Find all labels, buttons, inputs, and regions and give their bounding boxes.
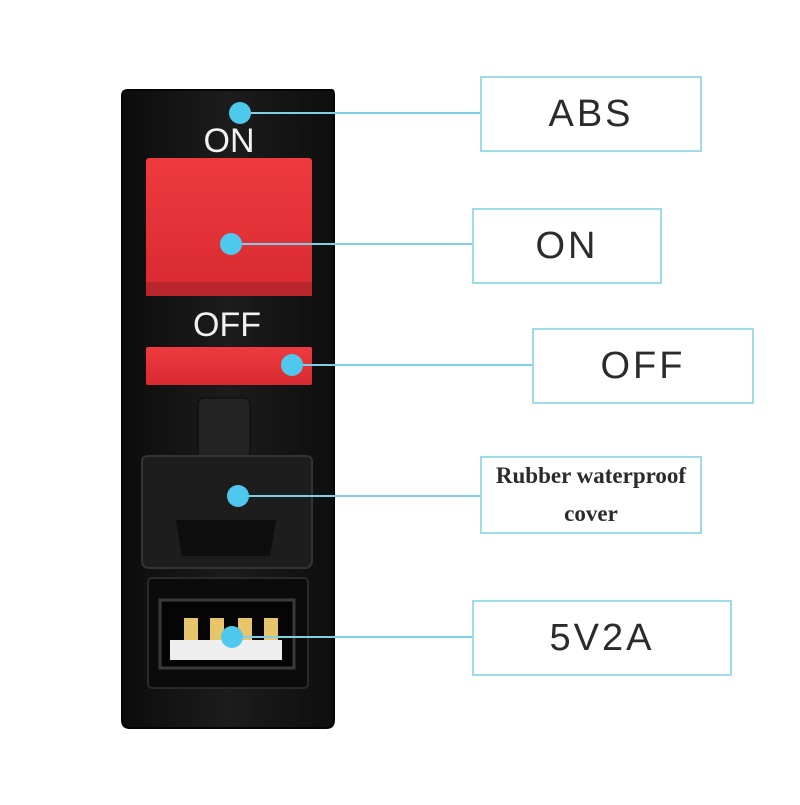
cover-hinge-tab [197,397,251,459]
usb-tongue [170,640,282,660]
marker-dot-usb [221,626,243,648]
callout-cover-label: Rubber waterproof cover [495,463,687,526]
marker-dot-on [220,233,242,255]
callout-on: ON [472,208,662,284]
marker-dot-abs [229,102,251,124]
on-rocker-button[interactable] [146,158,312,296]
callout-abs: ABS [480,76,702,152]
callout-abs-label: ABS [548,92,634,135]
housing-on-label: ON [204,122,255,160]
usb-contact-1 [184,618,198,640]
housing-off-label: OFF [193,306,261,344]
on-rocker-shade [146,282,312,296]
callout-usb: 5V2A [472,600,732,676]
off-rocker-button[interactable] [146,347,312,385]
marker-dot-off [281,354,303,376]
usb-contact-4 [264,618,278,640]
callout-usb-label: 5V2A [549,616,655,659]
callout-cover: Rubber waterproof cover [480,456,702,534]
usb-contact-2 [210,618,224,640]
callout-off-label: OFF [600,344,686,387]
callout-off: OFF [532,328,754,404]
marker-dot-cover [227,485,249,507]
rubber-cover-grip [176,520,276,556]
callout-on-label: ON [535,224,599,267]
